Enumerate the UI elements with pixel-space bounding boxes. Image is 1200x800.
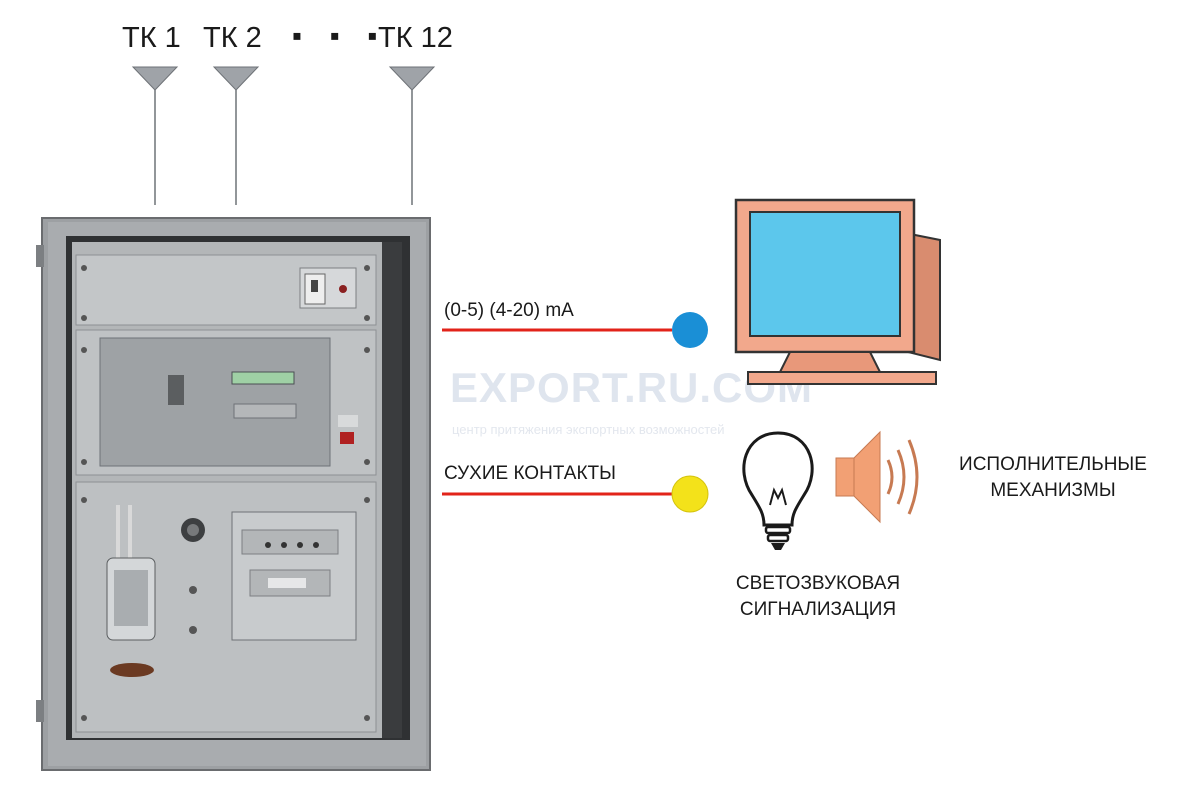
sensor-tk2-icon: [212, 66, 260, 205]
analog-signal-label: (0-5) (4-20) mA: [444, 300, 574, 321]
sensor-tk12-icon: [388, 66, 436, 205]
actuators-label-line2: МЕХАНИЗМЫ: [990, 480, 1116, 501]
alarm-label-line2: СИГНАЛИЗАЦИЯ: [739, 599, 897, 620]
dry-contact-dot: [671, 475, 709, 513]
channel-label-tk1: ТК 1: [122, 22, 181, 54]
actuators-label-line1: ИСПОЛНИТЕЛЬНЫЕ: [959, 454, 1147, 475]
dry-contact-label: СУХИЕ КОНТАКТЫ: [444, 463, 616, 484]
channel-label-tk2: ТК 2: [203, 22, 262, 54]
analyzer-cabinet: [36, 217, 431, 771]
speaker-icon: [835, 430, 919, 524]
light-bulb-icon: [742, 431, 814, 550]
alarm-label-line1: СВЕТОЗВУКОВАЯ: [735, 573, 901, 594]
analog-output-dot: [672, 312, 708, 348]
channel-separator: ▪ ▪ ▪: [292, 20, 388, 51]
channel-label-tk12: ТК 12: [378, 22, 453, 54]
computer-monitor-icon: [734, 198, 941, 385]
watermark-subtitle: центр притяжения экспортных возможностей: [452, 422, 725, 437]
sensor-tk1-icon: [131, 66, 179, 205]
